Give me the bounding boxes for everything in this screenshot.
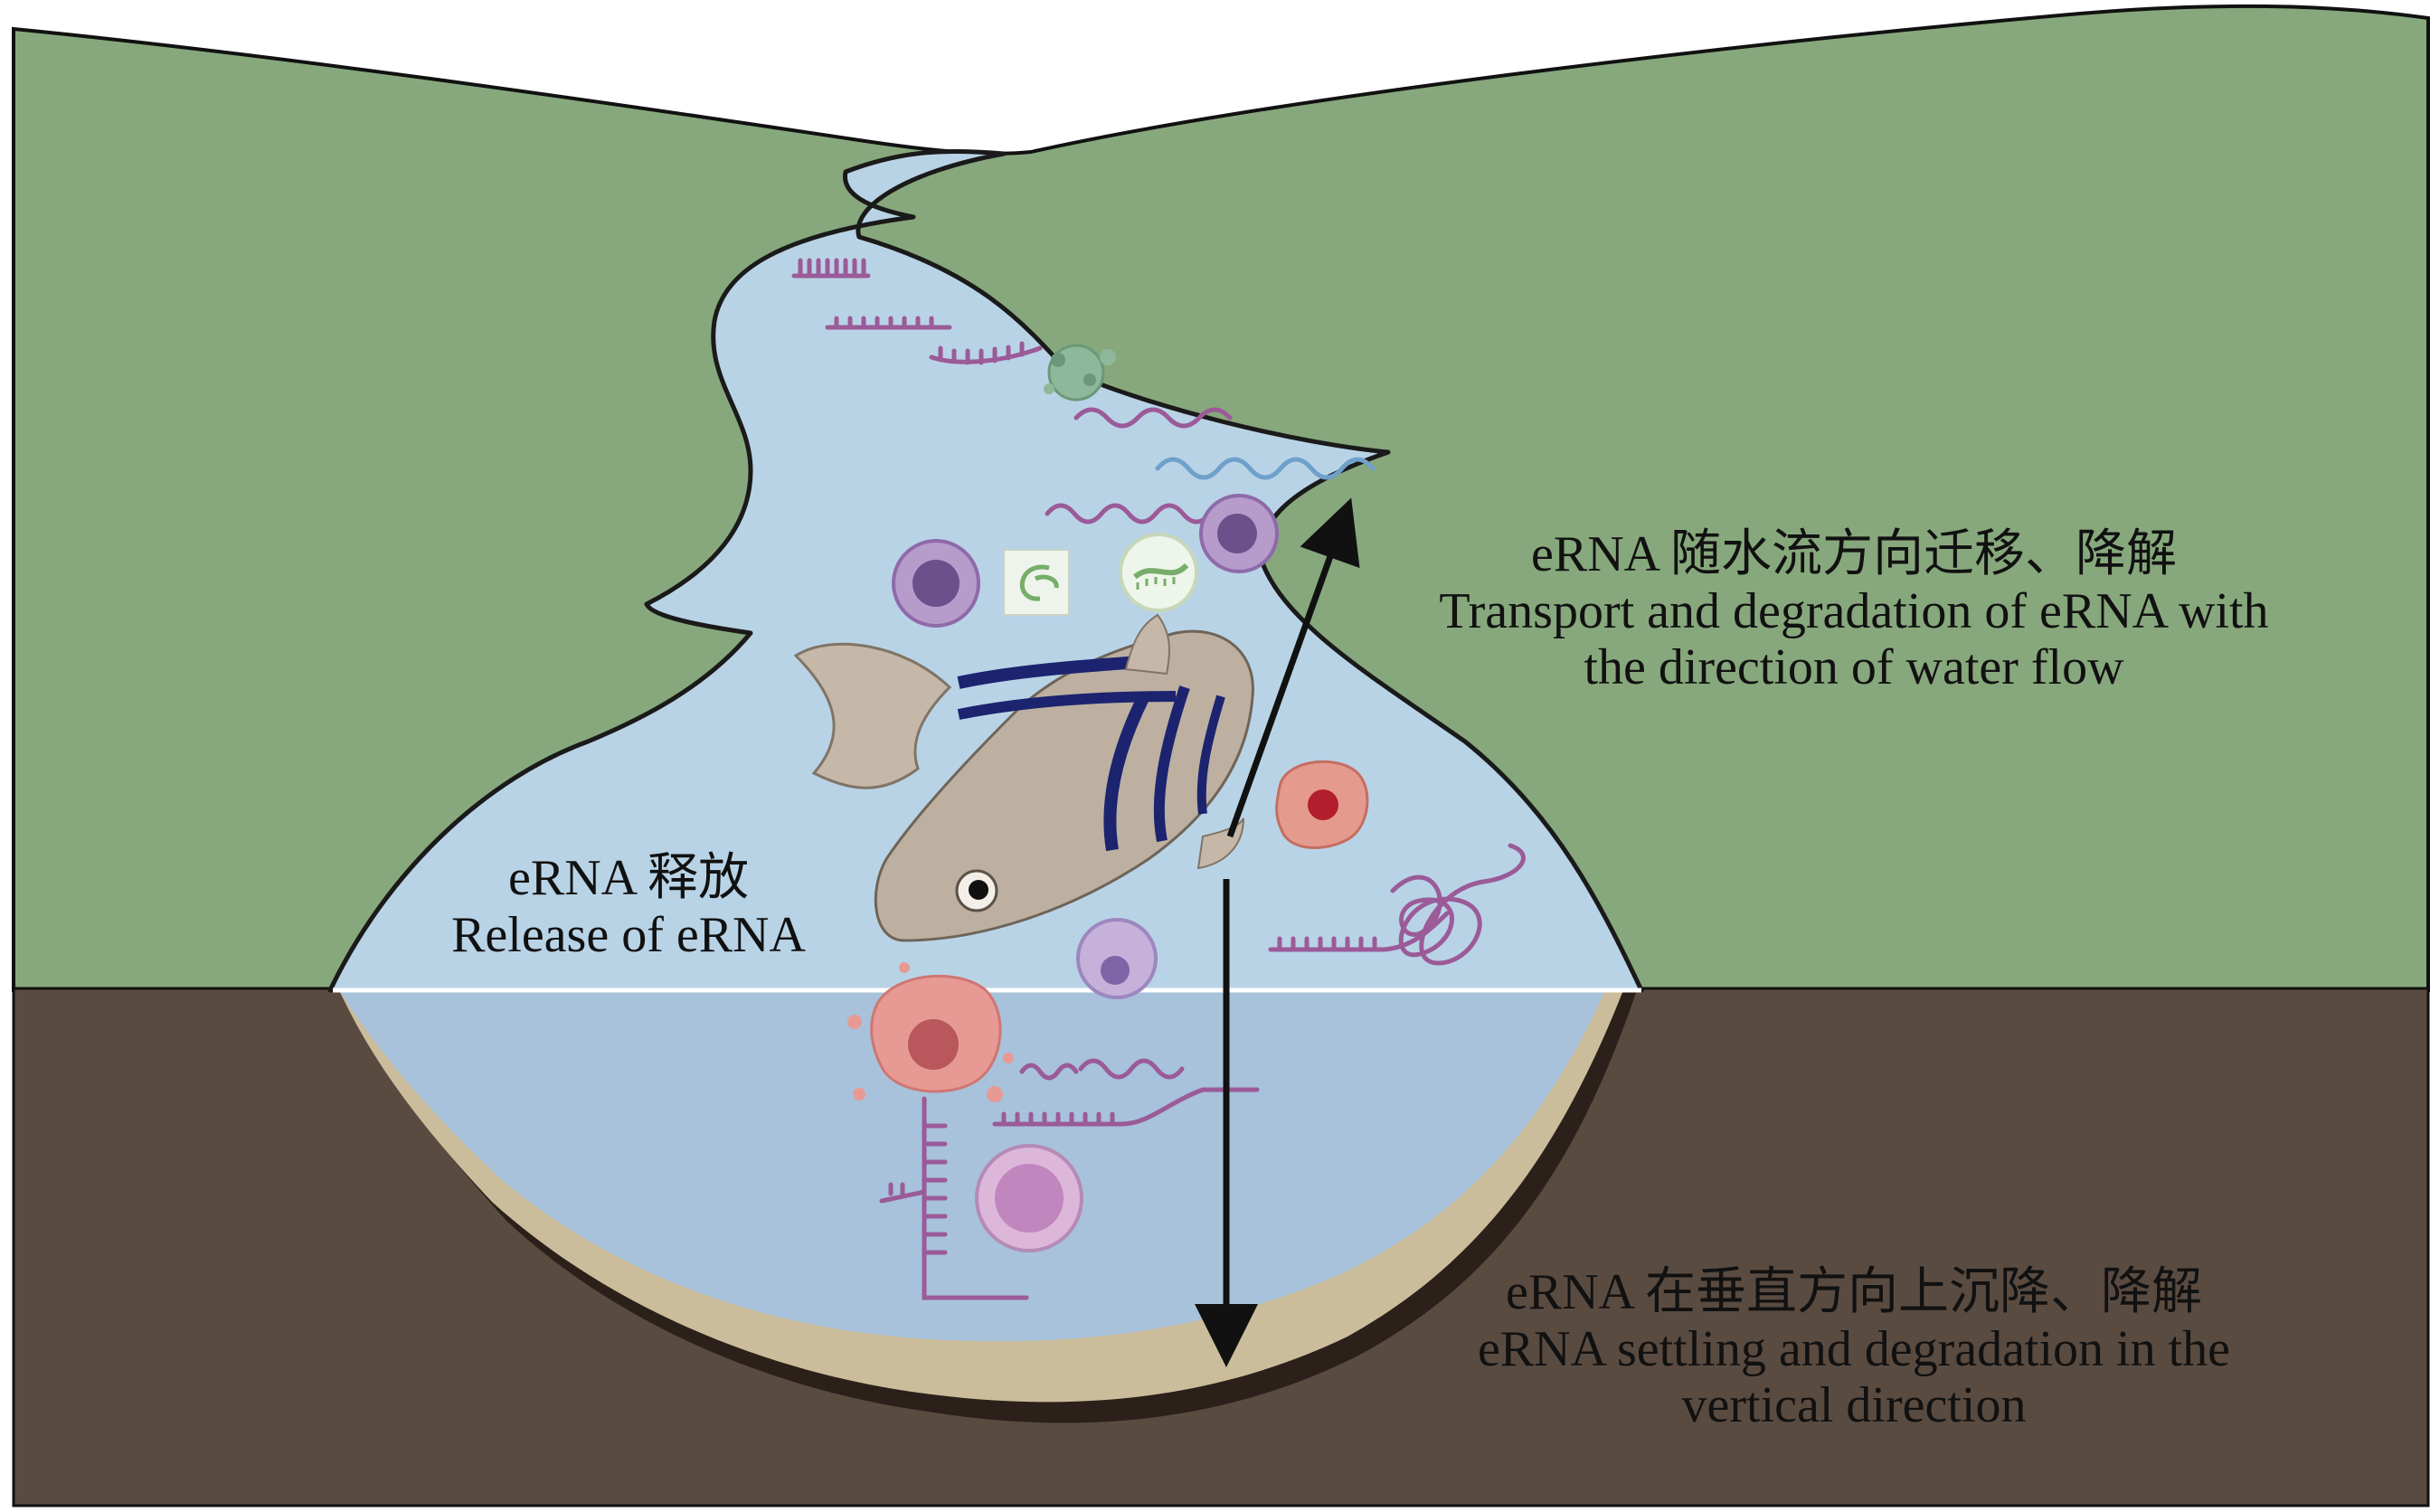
label-release-line2: Release of eRNA bbox=[451, 906, 806, 963]
pink-round-cell bbox=[975, 1144, 1083, 1252]
subsurface-water bbox=[339, 990, 1605, 1342]
red-cell bbox=[1275, 760, 1369, 849]
rna-wave-3 bbox=[1045, 503, 1213, 524]
label-release-line1: eRNA 释放 bbox=[508, 850, 749, 906]
rna-comb-5 bbox=[992, 1087, 1260, 1127]
bacteria-icon-2 bbox=[1119, 533, 1198, 612]
label-settling-line3: vertical direction bbox=[1681, 1377, 2027, 1434]
rna-comb-3 bbox=[929, 341, 1043, 365]
label-settling-line1: eRNA 在垂直方向上沉降、降解 bbox=[1506, 1264, 2202, 1320]
label-transport-line1: eRNA 随水流方向迁移、降解 bbox=[1531, 526, 2177, 582]
zebrafish bbox=[793, 613, 1254, 942]
rna-wave-4 bbox=[1019, 1058, 1185, 1081]
rna-wave-1 bbox=[1073, 407, 1233, 429]
fish-tail bbox=[793, 642, 952, 789]
rna-wave-2 bbox=[1155, 457, 1376, 480]
fish-body bbox=[874, 629, 1254, 942]
fish-stripe-2 bbox=[957, 691, 1177, 720]
green-particle-cluster bbox=[1044, 344, 1116, 402]
fish-stripe-4 bbox=[1153, 685, 1190, 843]
rna-comb-4 bbox=[1268, 911, 1450, 952]
rna-tangle bbox=[1390, 843, 1526, 966]
fish-dorsal-fin bbox=[1124, 613, 1170, 676]
rna-comb-2 bbox=[825, 316, 952, 330]
label-settling-line2: eRNA settling and degradation in the bbox=[1477, 1320, 2231, 1377]
rna-comb-1 bbox=[791, 258, 871, 279]
lilac-cell bbox=[1076, 918, 1158, 999]
pink-amoeba-cell bbox=[847, 962, 1014, 1102]
fish-stripe-5 bbox=[1196, 695, 1225, 815]
bacteria-icon-1 bbox=[1003, 549, 1070, 616]
fish-stripe-3 bbox=[1103, 693, 1150, 852]
purple-cell-1 bbox=[892, 539, 980, 628]
label-release: eRNA 释放 Release of eRNA bbox=[357, 850, 900, 963]
rna-fragments bbox=[791, 258, 1526, 1300]
label-transport-line3: the direction of water flow bbox=[1584, 639, 2124, 696]
transport-arrow bbox=[1226, 497, 1360, 838]
label-transport-degradation: eRNA 随水流方向迁移、降解 Transport and degradatio… bbox=[1320, 526, 2387, 696]
purple-cell-2 bbox=[1199, 494, 1279, 573]
label-transport-line2: Transport and degradation of eRNA with bbox=[1439, 582, 2269, 639]
label-settling-degradation: eRNA 在垂直方向上沉降、降解 eRNA settling and degra… bbox=[1320, 1264, 2387, 1434]
rna-hairpin bbox=[879, 1096, 1029, 1300]
